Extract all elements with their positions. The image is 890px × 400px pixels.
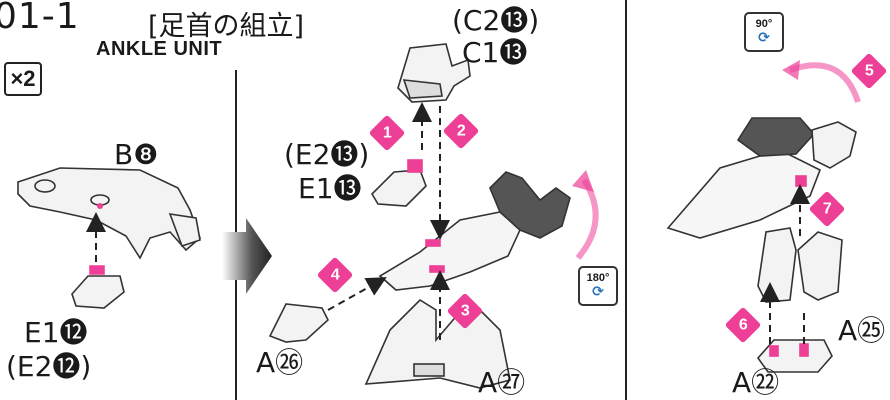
step-title-jp: [足首の組立] [148,11,305,42]
part-e1-12-drawing [71,265,125,309]
part-e1-13-drawing [370,159,427,207]
step-title-en: ANKLE UNIT [96,38,223,60]
transition-arrow [222,218,272,294]
label-c1-13: C1⓭ [462,36,528,69]
label-a26: A㉖ [256,346,304,379]
rotate-90-icon: 90° ⟳ [744,12,784,52]
assembled-ankle-drawing [666,117,857,239]
quantity-badge: ×2 [4,62,42,96]
rotation-arrow-90 [789,62,861,103]
label-e2-12: (E2⓬) [6,350,92,383]
rotate-180-label: 180° [586,272,610,284]
part-a27-drawing [364,298,511,389]
label-a25: A㉕ [838,314,886,347]
part-a26-drawing [268,303,329,343]
label-e1-13: E1⓭ [298,172,362,205]
part-b8-drawing [17,167,201,260]
label-a22: A㉒ [732,366,780,399]
label-e2-13: (E2⓭) [284,138,370,171]
part-c1-13-drawing [397,43,471,103]
label-a27: A㉗ [478,366,526,399]
rotate-180-icon: 180° ⟳ [578,266,618,306]
arrow-step-4 [327,277,387,311]
label-e1-12: E1⓬ [24,316,88,349]
part-a22-drawing [756,339,833,373]
part-a25-drawing [757,227,843,303]
label-c2-13: (C2⓭) [452,4,540,37]
label-b8: B❽ [114,138,159,171]
rotate-90-label: 90° [755,18,773,30]
step-number: 01-1 [0,0,80,37]
